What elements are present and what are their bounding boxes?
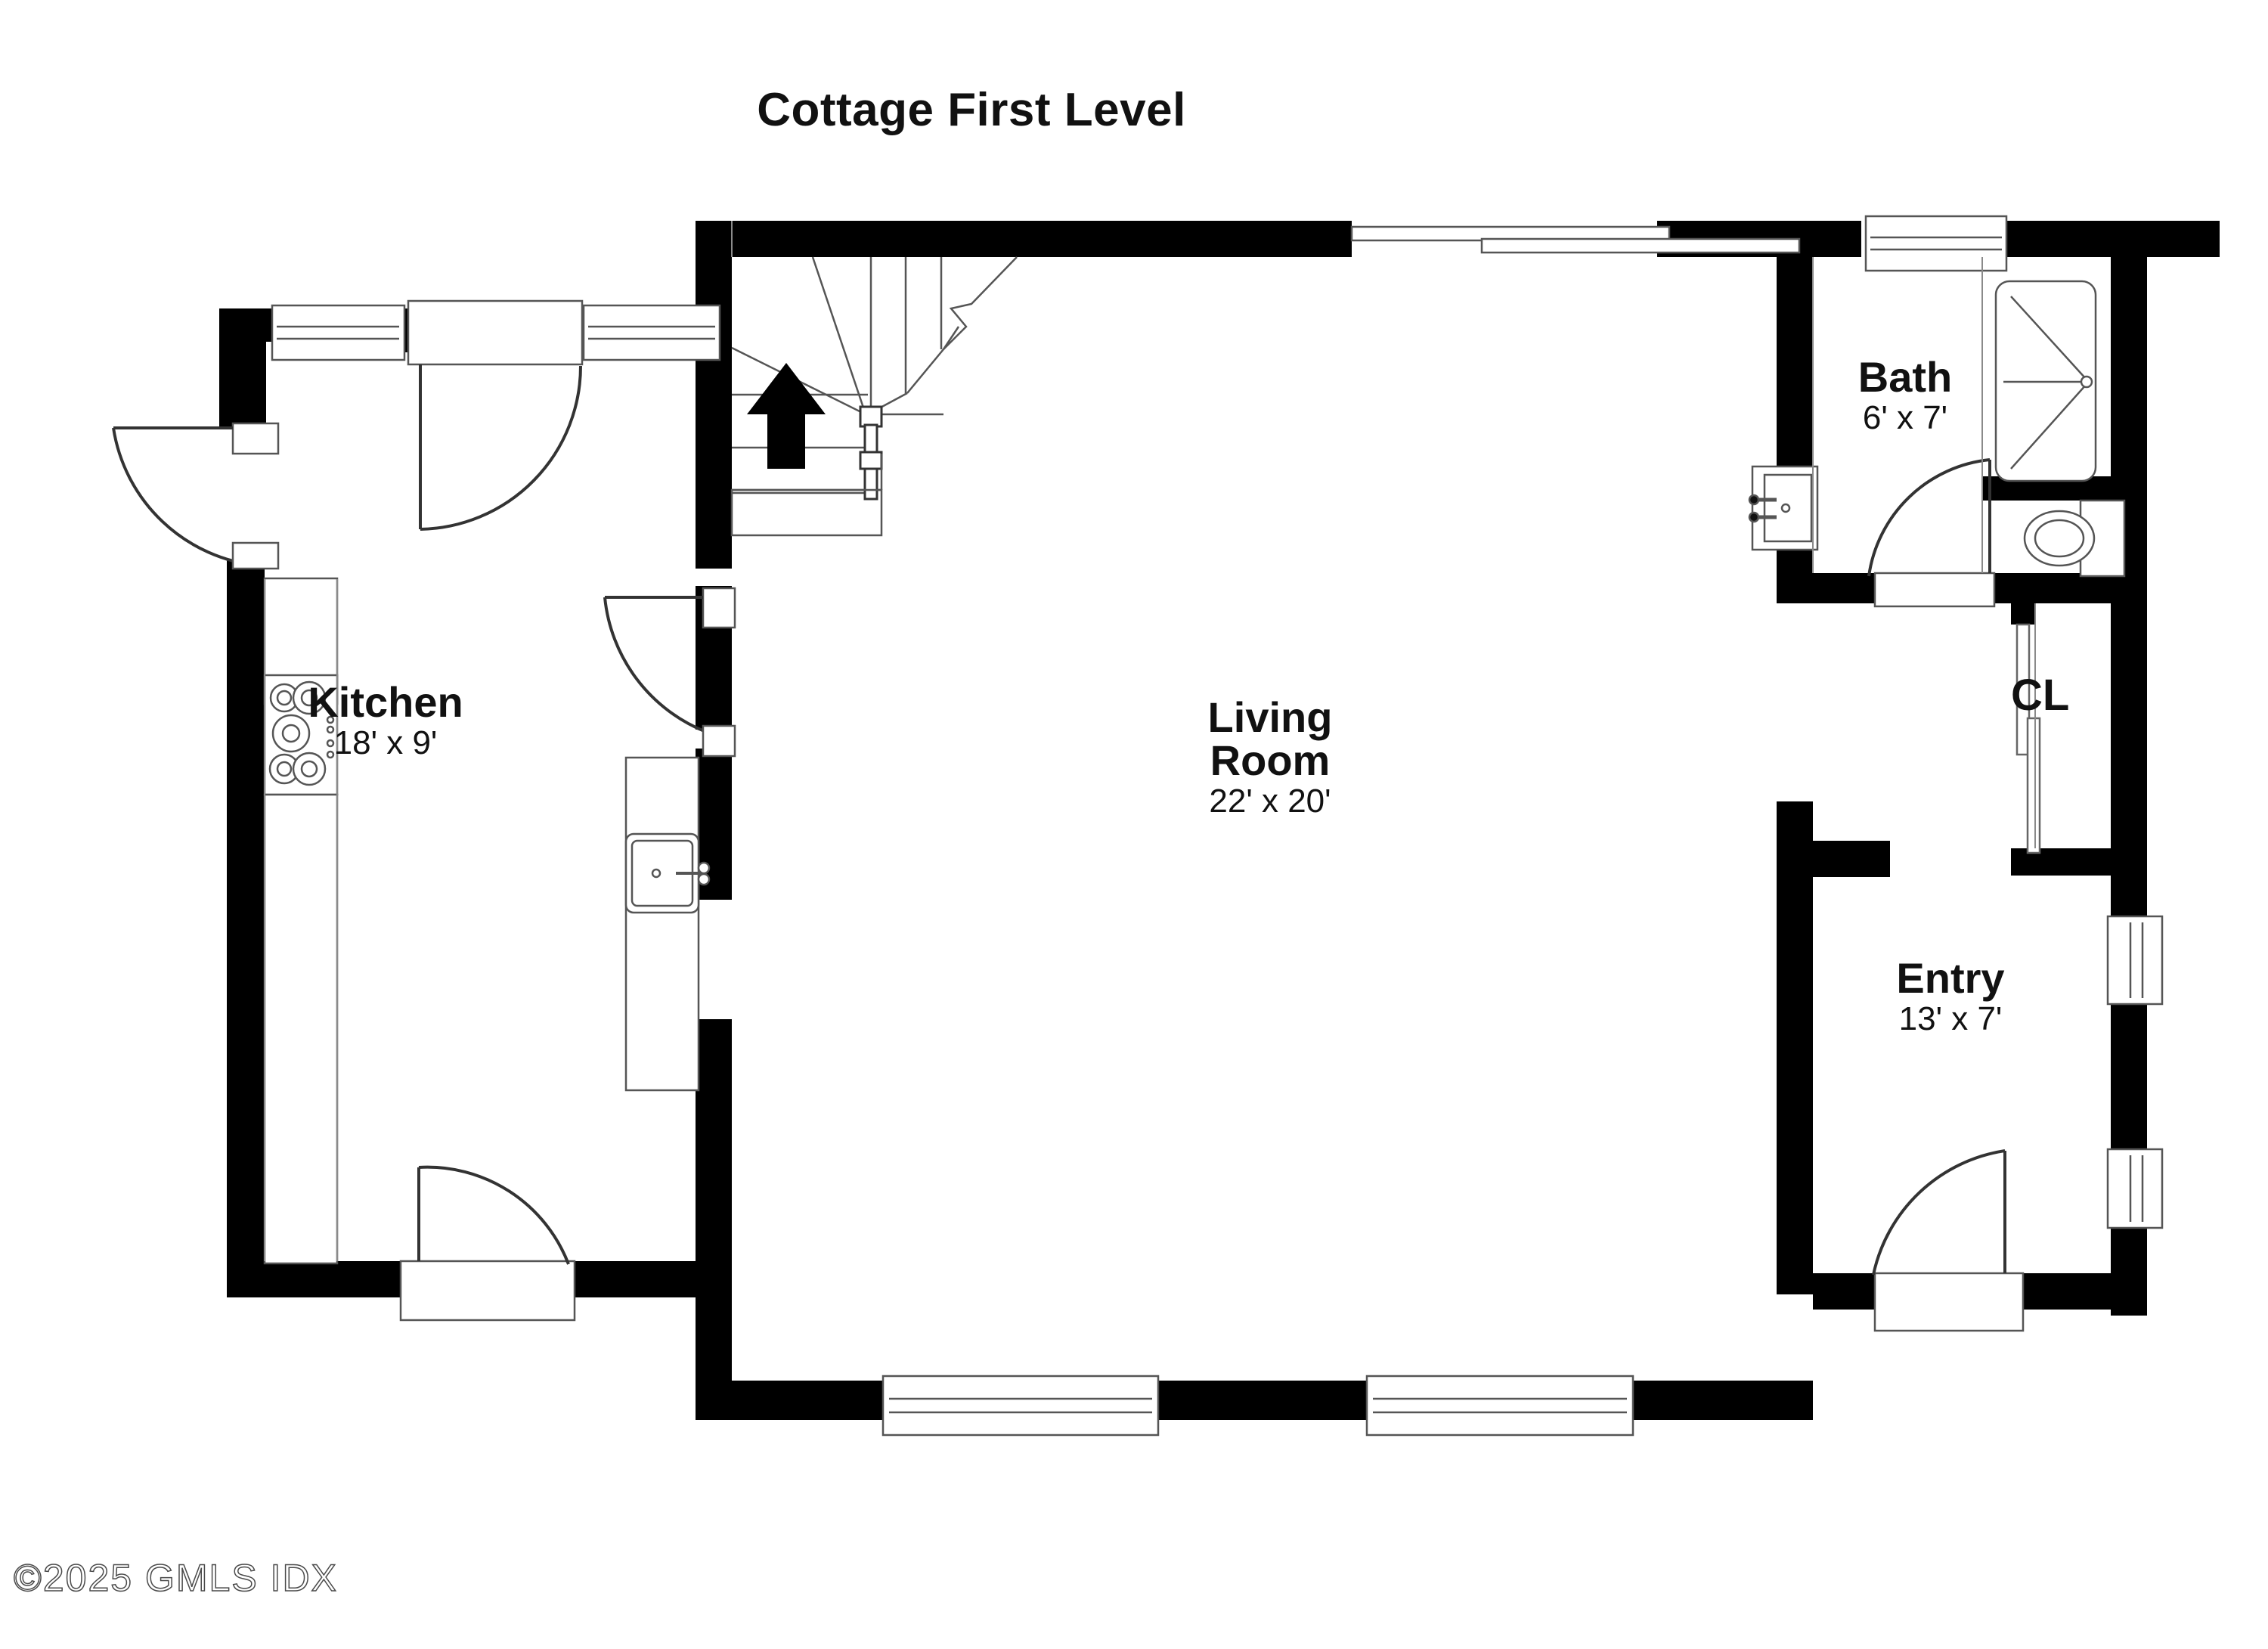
page-title-text: Cottage First Level (757, 84, 1186, 136)
page-title: Cottage First Level (0, 83, 2268, 137)
wall-closet-west-top (2011, 597, 2035, 625)
stair-up-arrow (747, 363, 826, 469)
room-dims-living-room: 22' x 20' (1209, 783, 1331, 820)
room-label-living-room: Living Room 22' x 20' (1126, 696, 1414, 819)
wall-south-living-b (1157, 1381, 1368, 1420)
room-dims-kitchen: 18' x 9' (333, 724, 438, 762)
door-kitchen-south (399, 1165, 576, 1322)
wall-south-entry-right (2022, 1273, 2147, 1310)
wall-south-living-c (1631, 1381, 1813, 1420)
bath-fixtures (1748, 280, 2126, 578)
room-label-bath: Bath 6' x 7' (1807, 355, 2003, 435)
room-dims-entry: 13' x 7' (1898, 1000, 2003, 1038)
window-living-south-right (1365, 1375, 1634, 1437)
room-name-living-room-line1: Living (1207, 693, 1333, 741)
door-kitchen-northwest (407, 299, 584, 531)
wall-bath-south-left (1777, 573, 1875, 603)
room-name-entry: Entry (1896, 954, 2005, 1002)
window-entry-east-lower (2106, 1148, 2164, 1229)
counter-island (624, 756, 700, 1092)
wall-living-east-lower (1777, 841, 1813, 1294)
room-name-kitchen: Kitchen (308, 678, 463, 726)
staircase-up (730, 256, 1018, 537)
room-label-entry: Entry 13' x 7' (1830, 956, 2071, 1037)
window-kitchen-north-left (271, 304, 406, 361)
room-name-closet: CL (2011, 671, 2070, 720)
room-dims-bath: 6' x 7' (1862, 399, 1948, 437)
slider-living-north (1350, 225, 1801, 254)
wall-living-west-upper (696, 221, 732, 569)
walls-group (219, 221, 2220, 1420)
door-exterior-west (112, 422, 280, 570)
wall-east-closet (2111, 576, 2147, 901)
room-name-bath: Bath (1857, 353, 1953, 401)
door-closet-bifold (2015, 623, 2041, 854)
room-label-kitchen: Kitchen 18' x 9' (257, 680, 514, 761)
kitchen-sink (624, 832, 711, 914)
wall-north-living-left (696, 221, 1352, 257)
copyright-watermark: ©2025 GMLS IDX (13, 1556, 338, 1600)
interior-outlines (264, 221, 2036, 1261)
door-entry-south (1872, 1149, 2025, 1332)
window-bath-north (1864, 215, 2008, 272)
kitchen-fixtures (263, 577, 711, 1265)
room-label-closet: CL (2011, 673, 2162, 718)
wall-bath-south-right (1990, 573, 2111, 603)
wall-kitchen-south-right (569, 1261, 732, 1297)
wall-east-entry-b (2111, 998, 2147, 1149)
toilet (2023, 499, 2126, 578)
wall-kitchen-west (227, 559, 265, 1285)
windows-group (271, 215, 2164, 1437)
vanity-sink (1748, 465, 1819, 551)
door-kitchen-living (603, 587, 736, 758)
wall-south-entry-left (1813, 1273, 1881, 1310)
wall-kitchen-nw-corner-top (219, 308, 280, 342)
room-name-living-room-line2: Room (1210, 736, 1331, 785)
doors-group (112, 299, 2041, 1332)
door-bath (1867, 458, 1996, 608)
window-kitchen-north-right (582, 304, 721, 361)
window-entry-east-upper (2106, 915, 2164, 1006)
shower-stall (1994, 280, 2097, 482)
wall-kitchen-south-left (227, 1261, 416, 1297)
wall-living-west-lower (696, 1019, 732, 1420)
counter-lower (263, 793, 339, 1265)
window-living-south-left (881, 1375, 1160, 1437)
